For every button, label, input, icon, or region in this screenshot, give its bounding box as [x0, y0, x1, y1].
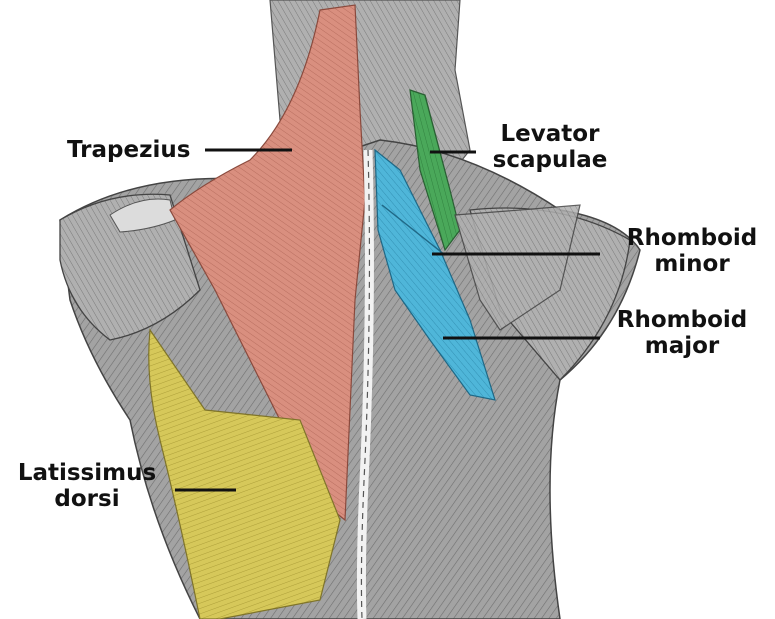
rhomboid-minor-label-line2: minor: [654, 251, 730, 277]
trapezius-label-text: Trapezius: [67, 137, 191, 163]
latissimus-dorsi-label-line1: Latissimus: [17, 460, 157, 486]
right-scapula: [454, 204, 581, 331]
left-deltoid: [59, 193, 201, 341]
trapezius-label: Trapezius: [67, 137, 190, 163]
rhomboid-minor-label-line1: Rhomboid: [626, 225, 758, 251]
levator-scapulae-label-line2: scapulae: [492, 147, 608, 173]
rhomboid-divider: [381, 204, 446, 256]
levator-scapulae-label: Levator scapulae: [486, 121, 614, 173]
rhomboid-minor-label: Rhomboid minor: [618, 225, 766, 277]
latissimus-dorsi-label-line2: dorsi: [54, 486, 120, 512]
rhomboid-major-label-line2: major: [644, 333, 720, 359]
rhomboid-major-label-line1: Rhomboid: [616, 307, 748, 333]
levator-scapulae-label-line1: Levator: [500, 121, 600, 147]
rhomboid-major-label: Rhomboid major: [608, 307, 756, 359]
latissimus-dorsi-label: Latissimus dorsi: [12, 460, 162, 512]
latissimus-dorsi-muscle: [148, 328, 341, 619]
